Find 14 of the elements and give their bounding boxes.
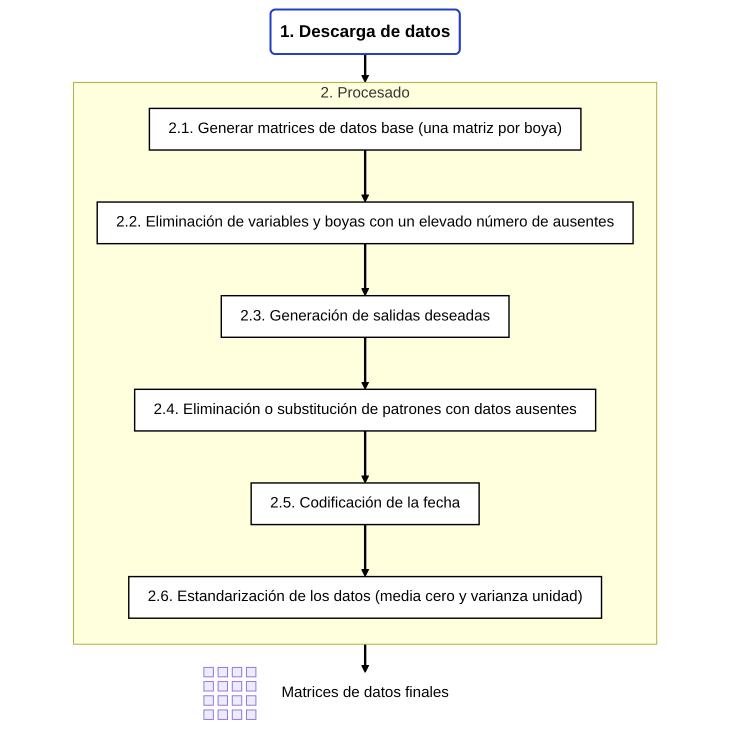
arrow xyxy=(361,150,370,202)
arrow xyxy=(361,644,370,673)
node-box: 2.2. Eliminación de variables y boyas con un elevado número de ausentes xyxy=(96,201,634,244)
node-box: 2.1. Generar matrices de datos base (una matriz por boya) xyxy=(149,108,582,151)
arrow xyxy=(361,244,370,296)
node-box: 2.4. Eliminación o substitución de patrones con datos ausentes xyxy=(134,388,597,432)
node-box: 2.6. Estandarización de los datos (media cero y varianza unidad) xyxy=(128,576,603,619)
arrow xyxy=(361,430,370,484)
arrow xyxy=(361,337,370,390)
node-label: Matrices de datos finales xyxy=(282,684,450,701)
node-box: 2.5. Codificación de la fecha xyxy=(250,482,480,526)
node-box: 2.3. Generación de salidas deseadas xyxy=(220,294,510,338)
arrow xyxy=(361,524,370,577)
arrow xyxy=(361,54,370,83)
